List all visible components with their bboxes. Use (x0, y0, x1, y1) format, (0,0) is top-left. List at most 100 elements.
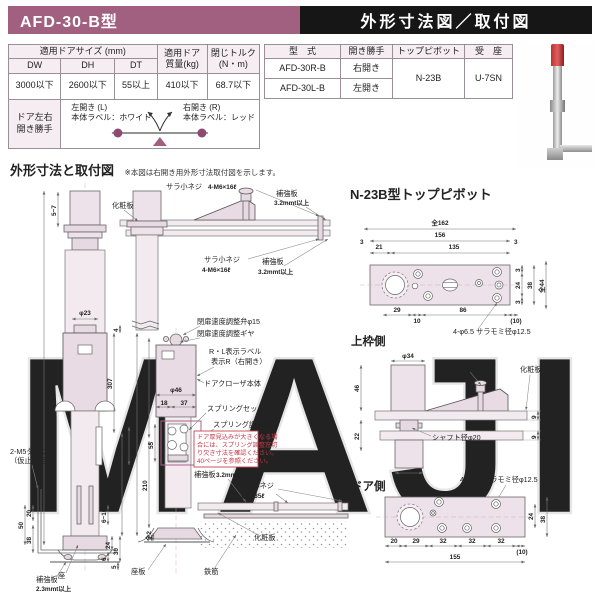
label-hokyo-bottom-size: 2.3mmt以上 (36, 584, 72, 593)
dim-3-right: 3 (514, 239, 518, 246)
dim-86: 86 (459, 307, 467, 314)
dim-d32-2: 32 (468, 538, 476, 545)
dim-3-t: 3 (515, 268, 522, 272)
warning-note-box (193, 430, 259, 468)
dim-37: 37 (180, 400, 188, 407)
label-sara-top-size: 4-M6×16ℓ (208, 184, 237, 191)
h-model: 型 式 (264, 43, 341, 60)
h-hand: 開き勝手 (340, 43, 393, 60)
dim-18: 18 (160, 400, 168, 407)
spec-table: 適用ドアサイズ (mm) 適用ドア 質量(kg) 閉じトルク (N・m) DW … (7, 43, 261, 149)
label-hokyo-top-size: 3.2mmt以上 (274, 198, 310, 207)
dim-21: 21 (375, 244, 383, 251)
dim-5-7: 5~7 (51, 205, 58, 216)
dim-210: 210 (142, 480, 149, 491)
label-octagon: 八角形対辺17 (452, 362, 496, 371)
mass-header: 適用ドア 質量(kg) (156, 44, 208, 74)
hand-l: 左開き (340, 78, 393, 100)
dim-20: 20 (26, 509, 33, 517)
dim-9-bottom: 9 (531, 435, 538, 439)
pivot-door-drawing: ドア側 4-φ6.5 サラモミ径φ12.5 20 29 32 32 32 (10… (351, 475, 549, 564)
dim-phi34-top: φ34 (402, 353, 414, 360)
dim-6: 6 (101, 557, 108, 561)
page-title: 外形寸法図／取付図 (300, 6, 592, 34)
dim-24: 24 (105, 541, 112, 549)
label-shaft: シャフト径φ20 (432, 433, 481, 442)
h-pivot: トップピボット (392, 43, 465, 60)
note-line-2: 合には、スプリング調整窓切 (197, 441, 277, 449)
dim-d29: 29 (412, 538, 420, 545)
torque-header: 閉じトルク (N・m) (206, 44, 261, 74)
dim-156: 156 (435, 232, 446, 239)
uke-model: U-7SN (464, 58, 513, 100)
val-dh: 2600以下 (60, 72, 116, 100)
label-sara-mid-size: 4-M6×16ℓ (202, 267, 231, 274)
dim-22: 22 (354, 432, 361, 440)
label-spring-window-size: 55×55 (261, 422, 279, 429)
model-table: 型 式 開き勝手 トップピボット 受 座 AFD-30R-B 右開き N-23B… (264, 43, 513, 100)
col-dt: DT (114, 58, 158, 74)
size-header: 適用ドアサイズ (mm) (8, 43, 158, 60)
dim-zen162: 全162 (430, 218, 448, 227)
right-open-label: 右開き (R) 本体ラベル：レッド (183, 102, 255, 122)
section-note: ※本図は右開き用外形寸法取付図を示します。 (124, 168, 281, 177)
model-title: AFD-30-B型 (8, 6, 300, 34)
model-r: AFD-30R-B (264, 58, 341, 80)
label-sara-floor-size: 4-M8×35ℓ (236, 493, 265, 500)
pivot-side-drawing: φ34 八角形対辺17 化粧板 1mmt 46 22 9 9 シャフト径φ20 … (354, 353, 562, 483)
handedness-header: ドア左右 開き勝手 (7, 98, 62, 149)
pivot-top-frame-drawing: 全162 156 3 3 21 135 29 10 86 (10) 3 24 (351, 218, 548, 348)
label-hokyo-bottom: 補強板 (36, 575, 58, 584)
label-za: 座 (58, 571, 65, 580)
label-kesho-1mm: 化粧板 1mmt (520, 365, 562, 374)
hand-r: 右開き (340, 58, 393, 80)
dim-46: 46 (354, 384, 361, 392)
label-gear: 閉扉速度調整ギヤ (197, 329, 255, 338)
left-open-label: 左開き (L) 本体ラベル：ホワイト (71, 102, 152, 122)
col-dh: DH (60, 58, 116, 74)
label-sara-floor: サラ小ネジ (238, 481, 274, 490)
dim-371: 371 (130, 444, 137, 455)
dim-10p: (10) (510, 318, 521, 325)
val-mass: 410以下 (156, 72, 208, 100)
label-rl2: 表示R（右開き） (211, 357, 267, 366)
dim-dh: DH (35, 375, 42, 385)
handedness-diagram (112, 111, 209, 146)
top-pivot-inset: 化粧板 サラ小ネジ 4-M6×16ℓ 補強板 3.2mmt以上 サラ小ネジ 4-… (112, 183, 331, 331)
front-view: DH 5~7 φ23 4 2-M5タップ穴 （仮止め用） 50 20 38 補強… (10, 183, 139, 593)
dim-29: 29 (393, 307, 401, 314)
label-tap-hole-2: （仮止め用） (10, 456, 53, 465)
photo-foot (547, 148, 563, 160)
dim-50: 50 (18, 521, 25, 529)
right-pivot-dot (197, 128, 207, 137)
dim-zen2: 全2 (144, 531, 153, 542)
dim-10: 10 (413, 318, 421, 325)
up-arrow (153, 136, 168, 146)
dim-155: 155 (450, 554, 461, 561)
label-holes-top: 4-φ6.5 サラモミ径φ12.5 (453, 327, 531, 336)
section-title: 外形寸法と取付図 (10, 163, 115, 178)
label-hokyo-mid: 補強板 (262, 257, 284, 266)
dim-d20: 20 (390, 538, 398, 545)
label-kesho-floor: 化粧板 (254, 533, 276, 542)
dim-3-left: 3 (360, 239, 364, 246)
pivot-model: N-23B (392, 58, 465, 100)
label-hokyo-top: 補強板 (276, 189, 298, 198)
handedness-cell: 左開き (L) 本体ラベル：ホワイト 右開き (R) 本体ラベル：レッド (60, 98, 260, 149)
label-rl1: R・L表示ラベル (209, 347, 261, 356)
dim-135: 135 (449, 244, 460, 251)
left-pivot-dot (113, 128, 123, 137)
label-body: ドアクローザ本体 (204, 379, 261, 388)
note-line-3: り欠き寸法を確認ください。 (197, 449, 277, 457)
label-valve: 閉扉速度調整弁φ15 (197, 317, 260, 326)
label-spring-window: スプリング調整窓 (213, 420, 271, 429)
dim-38: 38 (26, 536, 33, 544)
label-top-frame: 上枠側 (351, 334, 386, 348)
label-holes-door: 4-φ6.5 サラモミ径φ12.5 (460, 475, 538, 484)
label-tekkin: 鉄筋 (204, 567, 218, 576)
dim-55: 55 (148, 441, 155, 449)
label-door-side: ドア側 (351, 479, 386, 493)
dim-d32-1: 32 (439, 538, 447, 545)
photo-collar (550, 100, 565, 112)
